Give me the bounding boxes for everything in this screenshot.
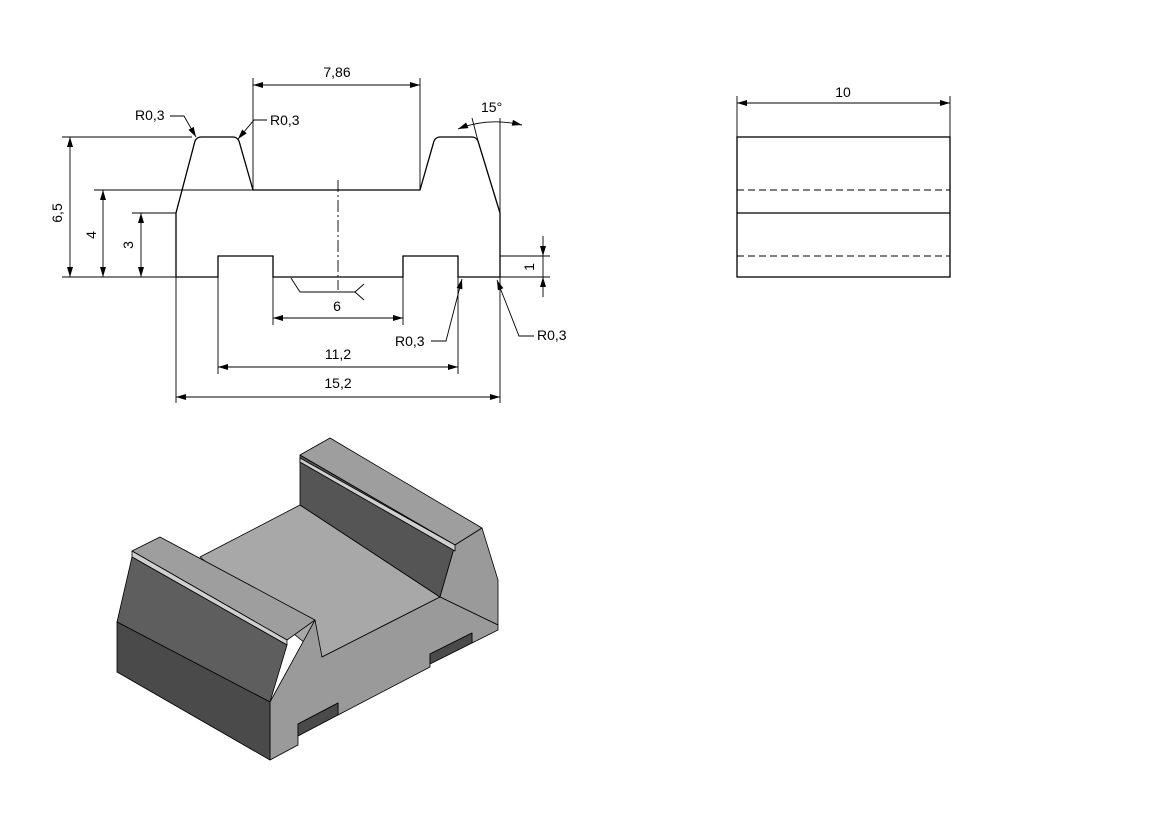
radius-leader-top-left-outer — [170, 115, 197, 138]
radius-leader-top-left-inner — [237, 119, 267, 140]
extension-lines — [62, 78, 550, 403]
dim-text-height-total: 6,5 — [49, 203, 65, 223]
dim-text-step-1: 1 — [521, 263, 537, 271]
front-view: 7,86 6,5 4 3 1 6 11,2 15,2 15° R0,3 R0,3… — [49, 64, 567, 403]
dim-text-height-4: 4 — [83, 231, 99, 239]
dim-text-top-slot: 7,86 — [323, 64, 350, 80]
radius-leader-bottom-outer — [496, 279, 534, 337]
radius-leader-bottom-inner — [431, 278, 463, 342]
side-view: 10 — [736, 84, 951, 278]
dim-text-height-3: 3 — [120, 241, 136, 249]
radius-label-top-left-outer: R0,3 — [135, 107, 165, 123]
iso-groove-wall-2 — [429, 632, 473, 665]
dim-text-angle: 15° — [481, 99, 502, 115]
radius-label-top-left-inner: R0,3 — [270, 112, 300, 128]
radius-label-bottom-outer: R0,3 — [537, 327, 567, 343]
radius-label-bottom-inner: R0,3 — [395, 333, 425, 349]
dim-text-inner-width: 11,2 — [325, 346, 351, 362]
iso-back-rail-chamfer — [299, 457, 456, 552]
dim-text-length: 10 — [835, 84, 851, 100]
side-view-outline — [736, 136, 951, 278]
isometric-view — [116, 437, 499, 761]
front-view-outline — [175, 136, 501, 278]
dim-arc-angle — [457, 119, 523, 130]
dim-text-overall-width: 15,2 — [324, 375, 351, 391]
iso-left-face-lower — [116, 621, 271, 761]
dim-text-bottom-slot: 6 — [333, 298, 341, 314]
iso-groove-wall-1 — [297, 702, 339, 737]
iso-back-rail-right-face — [439, 527, 499, 626]
bottom-slot-leader — [290, 277, 365, 301]
